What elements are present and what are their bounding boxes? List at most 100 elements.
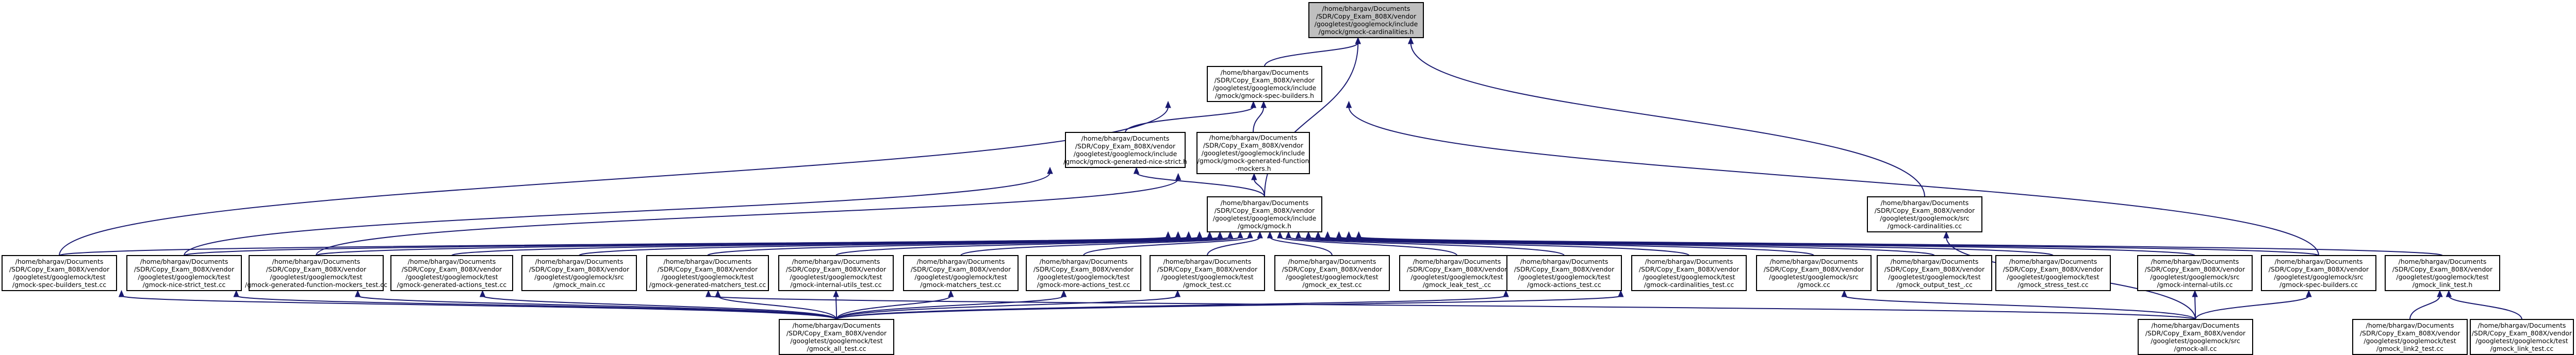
edge-line (708, 295, 2196, 320)
node-function-mockers-h[interactable]: /home/bhargav/Documents/SDR/Copy_Exam_80… (1196, 132, 1310, 174)
edge-line (121, 295, 837, 320)
edge-gmock_all-to-t_gmock_cc (1841, 290, 2196, 320)
edge-all_test-to-t_function_mockers_test (354, 290, 837, 320)
node-t-link-test-h[interactable]: /home/bhargav/Documents/SDR/Copy_Exam_80… (2385, 255, 2500, 291)
edge-gmock_all-to-t_internal_utils_cc (2192, 290, 2198, 320)
edge-arrowhead (354, 290, 361, 297)
node-label-line: /googletest/googlemock/test (1888, 273, 1980, 281)
node-t-spec-builders-cc[interactable]: /home/bhargav/Documents/SDR/Copy_Exam_80… (2261, 255, 2376, 291)
node-t-matchers-test[interactable]: /home/bhargav/Documents/SDR/Copy_Exam_80… (903, 255, 1019, 291)
node-spec-builders-h[interactable]: /home/bhargav/Documents/SDR/Copy_Exam_80… (1207, 66, 1322, 102)
edge-arrowhead (1267, 231, 1273, 239)
edge-arrowhead (1251, 173, 1257, 180)
node-gmock-all[interactable]: /home/bhargav/Documents/SDR/Copy_Exam_80… (2138, 319, 2253, 355)
node-t-gmock-test[interactable]: /home/bhargav/Documents/SDR/Copy_Exam_80… (1150, 255, 1265, 291)
node-box (1196, 132, 1310, 174)
node-label-line: /googletest/googlemock/test (2364, 337, 2456, 345)
edge-line (482, 295, 837, 320)
edge-all_test-to-t_nice_strict_test (233, 290, 837, 320)
node-label-line: /googletest/googlemock/test (1037, 273, 1129, 281)
edge-cardinalities_cc-to-root (1407, 37, 1925, 197)
node-label-line: /SDR/Copy_Exam_808X/vendor (2269, 265, 2369, 273)
node-t-function-mockers-test[interactable]: /home/bhargav/Documents/SDR/Copy_Exam_80… (245, 255, 387, 291)
node-label-line: /home/bhargav/Documents (1770, 258, 1858, 265)
node-t-internal-utils-cc[interactable]: /home/bhargav/Documents/SDR/Copy_Exam_80… (2137, 255, 2253, 291)
node-label-line: /googletest/googlemock/test (2475, 337, 2568, 345)
node-label-line: /gmock_leak_test_.cc (1423, 281, 1491, 289)
edge-line (836, 295, 1621, 320)
node-t-cardinalities-test[interactable]: /home/bhargav/Documents/SDR/Copy_Exam_80… (1631, 255, 1747, 291)
edge-line (2195, 295, 2309, 320)
edge-line (1279, 236, 1457, 256)
node-t-gmock-main[interactable]: /home/bhargav/Documents/SDR/Copy_Exam_80… (521, 255, 637, 291)
edge-nice_strict_h-to-spec_builders_h (1125, 100, 1257, 133)
node-t-generated-actions-test[interactable]: /home/bhargav/Documents/SDR/Copy_Exam_80… (390, 255, 513, 291)
node-label-line: /home/bhargav/Documents (2009, 258, 2097, 265)
node-label-line: /gmock_test.cc (1183, 281, 1232, 289)
edge-arrowhead (1217, 231, 1223, 239)
edge-t_generated_matchers_test-to-gmock_h (707, 231, 1223, 256)
node-label-line: /googletest/googlemock/include (1315, 20, 1418, 28)
node-label-line: /gmock_link_test.cc (2490, 345, 2554, 352)
node-nice-strict-h[interactable]: /home/bhargav/Documents/SDR/Copy_Exam_80… (1063, 132, 1187, 168)
node-label-line: /SDR/Copy_Exam_808X/vendor (529, 265, 630, 273)
node-label-line: /home/bhargav/Documents (1413, 258, 1501, 265)
node-label-line: /SDR/Copy_Exam_808X/vendor (2360, 329, 2460, 337)
node-box (2470, 319, 2574, 355)
edge-t_ex_test-to-gmock_h (1267, 231, 1333, 256)
node-gmock-h[interactable]: /home/bhargav/Documents/SDR/Copy_Exam_80… (1207, 196, 1322, 232)
node-label-line: /googletest/googlemock/include (1213, 214, 1317, 222)
node-t-ex-test[interactable]: /home/bhargav/Documents/SDR/Copy_Exam_80… (1274, 255, 1390, 291)
edge-arrowhead (1324, 231, 1331, 239)
edge-arrowhead (1503, 290, 1509, 297)
node-link-test[interactable]: /home/bhargav/Documents/SDR/Copy_Exam_80… (2470, 319, 2574, 355)
node-label-line: /googletest/googlemock/test (914, 273, 1007, 281)
node-t-nice-strict-test[interactable]: /home/bhargav/Documents/SDR/Copy_Exam_80… (126, 255, 242, 291)
node-label-line: /gmock_link2_test.cc (2376, 345, 2443, 352)
node-label-line: /home/bhargav/Documents (1881, 199, 1969, 207)
node-t-spec-builders-test[interactable]: /home/bhargav/Documents/SDR/Copy_Exam_80… (2, 255, 117, 291)
edge-function_mockers_h-to-spec_builders_h (1253, 100, 1267, 133)
edge-line (836, 295, 1507, 320)
node-label-line: /home/bhargav/Documents (1322, 5, 1410, 12)
edge-arrowhead (1618, 290, 1624, 297)
node-label-line: /SDR/Copy_Exam_808X/vendor (658, 265, 758, 273)
edge-arrowhead (1206, 231, 1213, 239)
edge-line (316, 178, 1179, 256)
edge-t_gmock_cc-to-gmock_h (1305, 231, 1814, 256)
node-label-line: /gmock_ex_test.cc (1302, 281, 1361, 289)
edge-t_internal_utils_test-to-gmock_h (835, 231, 1234, 256)
node-t-output-test[interactable]: /home/bhargav/Documents/SDR/Copy_Exam_80… (1877, 255, 1992, 291)
node-label-line: /gmock-cardinalities.cc (1888, 222, 1962, 230)
node-label-line: /home/bhargav/Documents (408, 258, 496, 265)
node-t-internal-utils-test[interactable]: /home/bhargav/Documents/SDR/Copy_Exam_80… (778, 255, 894, 291)
edge-line (1308, 236, 1814, 256)
edge-line (707, 236, 1221, 256)
node-root: /home/bhargav/Documents/SDR/Copy_Exam_80… (1308, 2, 1424, 38)
node-box (903, 255, 1019, 291)
node-label-line: /gmock_stress_test.cc (2017, 281, 2088, 289)
node-box (2352, 319, 2468, 355)
node-cardinalities-cc[interactable]: /home/bhargav/Documents/SDR/Copy_Exam_80… (1867, 196, 1982, 232)
edge-arrowhead (1175, 231, 1182, 239)
edge-line (59, 106, 1169, 256)
node-label-line: /SDR/Copy_Exam_808X/vendor (1316, 12, 1417, 20)
edge-gmock_all-to-t_spec_builders_cc (2195, 290, 2312, 320)
node-label-line: /googletest/googlemock/test (138, 273, 230, 281)
node-t-actions-test[interactable]: /home/bhargav/Documents/SDR/Copy_Exam_80… (1506, 255, 1622, 291)
node-link2-test[interactable]: /home/bhargav/Documents/SDR/Copy_Exam_80… (2352, 319, 2468, 355)
edge-line (236, 295, 837, 320)
node-all-test[interactable]: /home/bhargav/Documents/SDR/Copy_Exam_80… (779, 319, 894, 355)
node-label-line: /SDR/Copy_Exam_808X/vendor (2003, 265, 2104, 273)
node-t-gmock-cc[interactable]: /home/bhargav/Documents/SDR/Copy_Exam_80… (1756, 255, 1872, 291)
node-t-generated-matchers-test[interactable]: /home/bhargav/Documents/SDR/Copy_Exam_80… (646, 255, 769, 291)
node-t-stress-test[interactable]: /home/bhargav/Documents/SDR/Copy_Exam_80… (1995, 255, 2111, 291)
edge-arrowhead (1277, 231, 1283, 239)
node-t-more-actions-test[interactable]: /home/bhargav/Documents/SDR/Copy_Exam_80… (1026, 255, 1141, 291)
edge-arrowhead (1355, 231, 1362, 239)
node-label-line: /gmock_all_test.cc (807, 345, 866, 352)
edge-line (1264, 42, 1359, 67)
edge-arrowhead (1257, 231, 1263, 239)
node-t-leak-test[interactable]: /home/bhargav/Documents/SDR/Copy_Exam_80… (1399, 255, 1515, 291)
edge-t_function_mockers_test-to-function_mockers_h (316, 173, 1182, 256)
